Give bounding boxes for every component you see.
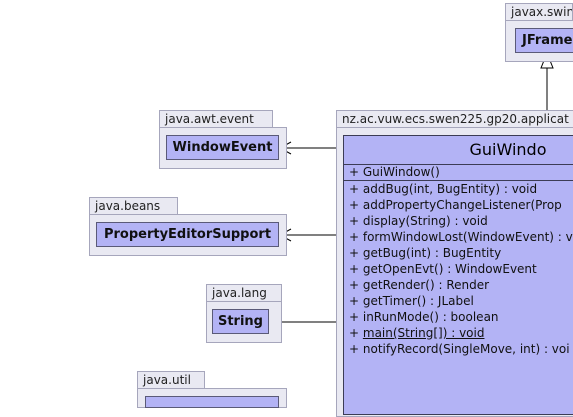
class-guiwindow[interactable]: GuiWindo + GuiWindow() + addBug(int, Bug…	[343, 135, 573, 415]
operation: + getBug(int) : BugEntity	[349, 246, 502, 260]
title-separator	[344, 164, 573, 165]
operation: + addBug(int, BugEntity) : void	[349, 182, 538, 196]
constructor-separator	[344, 180, 573, 181]
class-jframe[interactable]: JFrame	[515, 28, 573, 53]
package-tab-javax-swing: javax.swin	[505, 3, 573, 21]
class-util[interactable]	[145, 396, 279, 408]
operation: + inRunMode() : boolean	[349, 310, 499, 324]
package-tab-java-awt-event: java.awt.event	[159, 110, 273, 128]
operation: + display(String) : void	[349, 214, 488, 228]
operation: + getRender() : Render	[349, 278, 490, 292]
package-tab-java-beans: java.beans	[89, 197, 178, 215]
package-tab-java-util: java.util	[137, 371, 205, 389]
class-guiwindow-title: GuiWindo	[469, 140, 547, 159]
operation: + getTimer() : JLabel	[349, 294, 474, 308]
class-propertyeditorsupport[interactable]: PropertyEditorSupport	[96, 222, 279, 247]
constructor: + GuiWindow()	[349, 165, 440, 179]
package-tab-java-lang: java.lang	[206, 284, 282, 302]
operation: + main(String[]) : void	[349, 326, 485, 340]
class-windowevent[interactable]: WindowEvent	[166, 135, 279, 160]
package-tab-app: nz.ac.vuw.ecs.swen225.gp20.applicat	[336, 110, 573, 128]
class-string[interactable]: String	[212, 309, 269, 334]
operation: + addPropertyChangeListener(Prop	[349, 198, 562, 212]
operation: + notifyRecord(SingleMove, int) : voi	[349, 342, 570, 356]
operation: + formWindowLost(WindowEvent) : v	[349, 230, 573, 244]
operation: + getOpenEvt() : WindowEvent	[349, 262, 537, 276]
